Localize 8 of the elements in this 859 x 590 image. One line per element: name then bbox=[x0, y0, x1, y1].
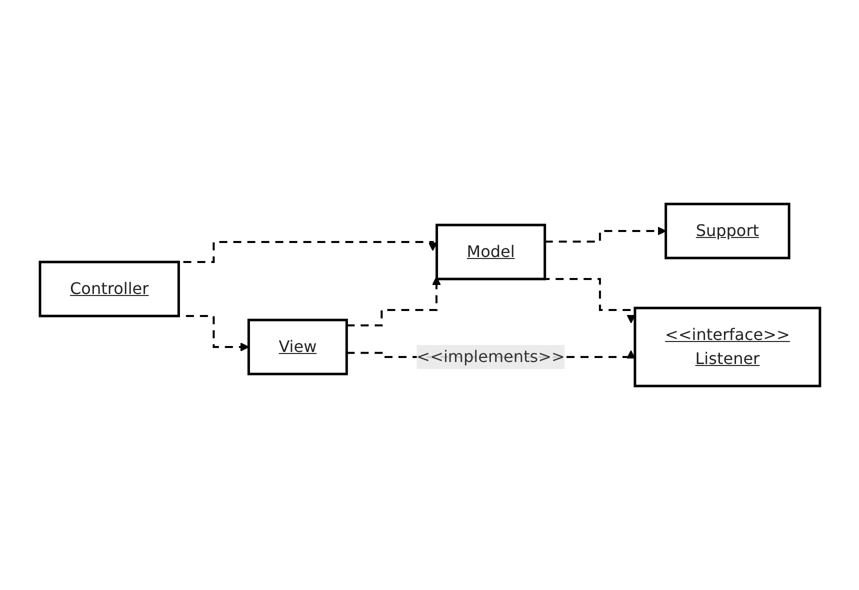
node-box: Support bbox=[664, 202, 790, 260]
node-box: <<interface>> Listener bbox=[633, 306, 821, 388]
node-box: Controller bbox=[38, 260, 180, 318]
arrow bbox=[544, 226, 666, 243]
edge-label: <<implements>> bbox=[416, 347, 564, 366]
node-box: Model bbox=[435, 224, 546, 280]
arrow bbox=[346, 276, 440, 326]
node-box: View bbox=[246, 318, 348, 376]
